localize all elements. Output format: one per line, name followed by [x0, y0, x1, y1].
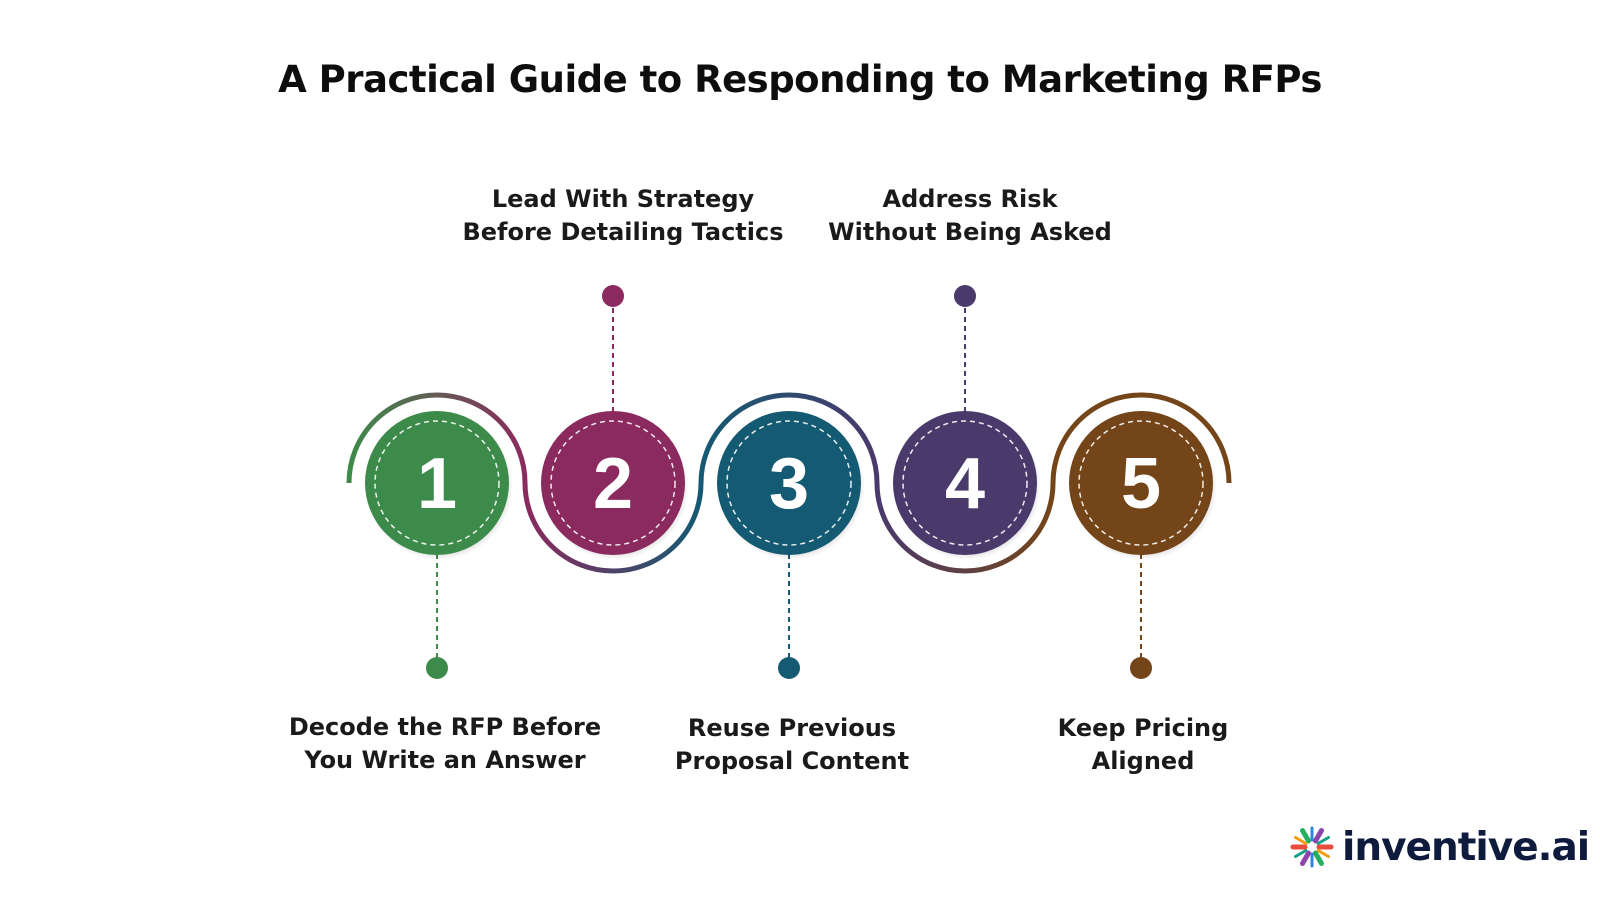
step-circle-2: 2: [541, 411, 689, 560]
arc-4: [874, 482, 1056, 574]
step-circle-4: 4: [893, 411, 1041, 560]
logo-ray: [1316, 836, 1330, 845]
connector-2: [602, 285, 624, 412]
connector-1: [426, 554, 448, 679]
arc-3: [698, 392, 880, 484]
logo-ray: [1313, 850, 1324, 866]
arc-2: [522, 482, 704, 574]
step-label-5-line2: Aligned: [1091, 747, 1195, 775]
connector-dot-5: [1130, 657, 1152, 679]
step-circle-3: 3: [717, 411, 865, 560]
step-number-4: 4: [945, 444, 985, 524]
step-label-1: Decode the RFP Before You Write an Answe…: [265, 711, 625, 777]
connector-dot-2: [602, 285, 624, 307]
step-label-5-line1: Keep Pricing: [1057, 714, 1229, 742]
step-label-4-line1: Address Risk: [882, 185, 1058, 213]
step-label-4-line2: Without Being Asked: [828, 218, 1112, 246]
connector-dot-1: [426, 657, 448, 679]
step-number-1: 1: [417, 444, 457, 524]
step-label-3-line2: Proposal Content: [674, 747, 910, 775]
step-number-3: 3: [769, 444, 809, 524]
step-label-1-line2: You Write an Answer: [304, 746, 586, 774]
connector-dot-3: [778, 657, 800, 679]
step-number-2: 2: [593, 444, 633, 524]
page-title: A Practical Guide to Responding to Marke…: [278, 58, 1322, 101]
logo-text: inventive.ai: [1342, 824, 1590, 870]
logo-ray: [1294, 836, 1308, 845]
arc-1: [346, 392, 528, 484]
brand-logo: inventive.ai: [1290, 822, 1590, 872]
logo-ray: [1300, 828, 1311, 844]
logo-ray: [1316, 849, 1330, 858]
logo-ray: [1300, 850, 1311, 866]
step-label-2-line1: Lead With Strategy: [491, 185, 755, 213]
arc-5: [1050, 392, 1232, 484]
sparkle-burst-icon: [1290, 826, 1334, 868]
connector-3: [778, 554, 800, 679]
connector-dot-4: [954, 285, 976, 307]
connector-4: [954, 285, 976, 412]
step-circle-1: 1: [365, 411, 513, 560]
step-label-3-line1: Reuse Previous: [687, 714, 897, 742]
step-label-4: Address Risk Without Being Asked: [790, 183, 1150, 249]
step-label-2: Lead With Strategy Before Detailing Tact…: [443, 183, 803, 249]
logo-ray: [1294, 849, 1308, 858]
step-label-2-line2: Before Detailing Tactics: [462, 218, 784, 246]
step-circle-5: 5: [1069, 411, 1217, 560]
step-number-5: 5: [1121, 444, 1161, 524]
step-label-3: Reuse Previous Proposal Content: [612, 712, 972, 778]
logo-ray: [1313, 828, 1324, 844]
connector-5: [1130, 554, 1152, 679]
step-label-5: Keep Pricing Aligned: [963, 712, 1323, 778]
step-label-1-line1: Decode the RFP Before: [288, 713, 602, 741]
